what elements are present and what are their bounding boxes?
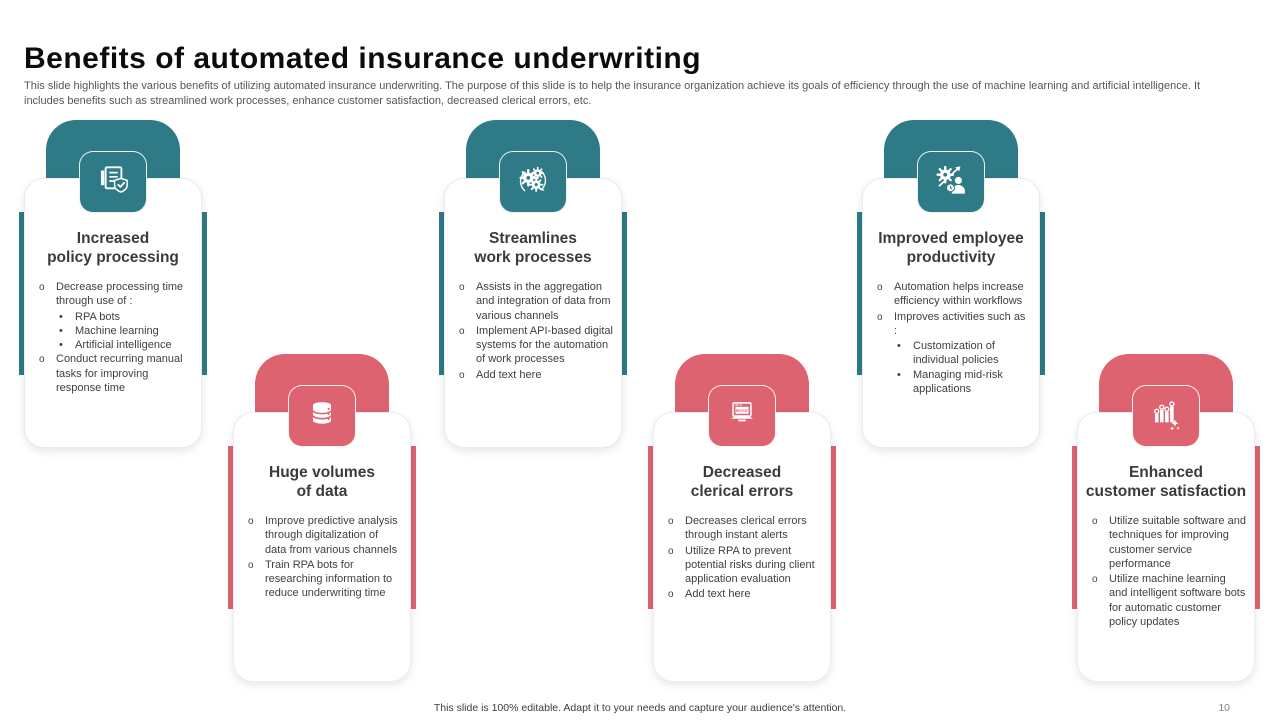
sync-gears-icon — [499, 151, 567, 213]
card-title: Streamlines work processes — [474, 230, 592, 266]
card-title: Increased policy processing — [47, 230, 179, 266]
growth-sparkle-icon — [1132, 385, 1200, 447]
footer-note: This slide is 100% editable. Adapt it to… — [433, 702, 847, 714]
card-side-bar-left — [857, 212, 864, 375]
card-side-bar-right — [1253, 446, 1260, 609]
employee-productivity-icon — [917, 151, 985, 213]
svg-text:Error: Error — [736, 408, 748, 414]
card-side-bar-right — [829, 446, 836, 609]
sub-bullet-item: •RPA bots — [59, 310, 121, 323]
card-side-bar-left — [228, 446, 235, 609]
sub-bullet-item: •Customization of individual policies — [897, 340, 999, 367]
card-side-bar-left — [648, 446, 655, 609]
card-title: Decreased clerical errors — [690, 464, 794, 500]
slide-title: Benefits of automated insurance underwri… — [24, 42, 702, 76]
card-side-bar-left — [1072, 446, 1079, 609]
slide-description: This slide highlights the various benefi… — [24, 80, 1201, 107]
card-side-bar-right — [200, 212, 207, 375]
card-title: Enhanced customer satisfaction — [1085, 464, 1247, 500]
card-side-bar-left — [439, 212, 446, 375]
error-laptop-icon: Error — [708, 385, 776, 447]
policy-check-icon — [79, 151, 147, 213]
card-side-bar-right — [620, 212, 627, 375]
sub-bullet-item: •Managing mid-risk applications — [897, 368, 1003, 396]
card-side-bar-right — [409, 446, 416, 609]
database-icon — [288, 385, 356, 447]
card-side-bar-right — [1038, 212, 1045, 375]
sub-bullet-item: •Machine learning — [59, 324, 159, 337]
sub-bullet-item: •Artificial intelligence — [59, 339, 172, 352]
card-title: Huge volumes of data — [269, 464, 375, 500]
page-number: 10 — [1218, 702, 1230, 714]
card-side-bar-left — [19, 212, 26, 375]
card-title: Improved employee productivity — [878, 230, 1024, 266]
